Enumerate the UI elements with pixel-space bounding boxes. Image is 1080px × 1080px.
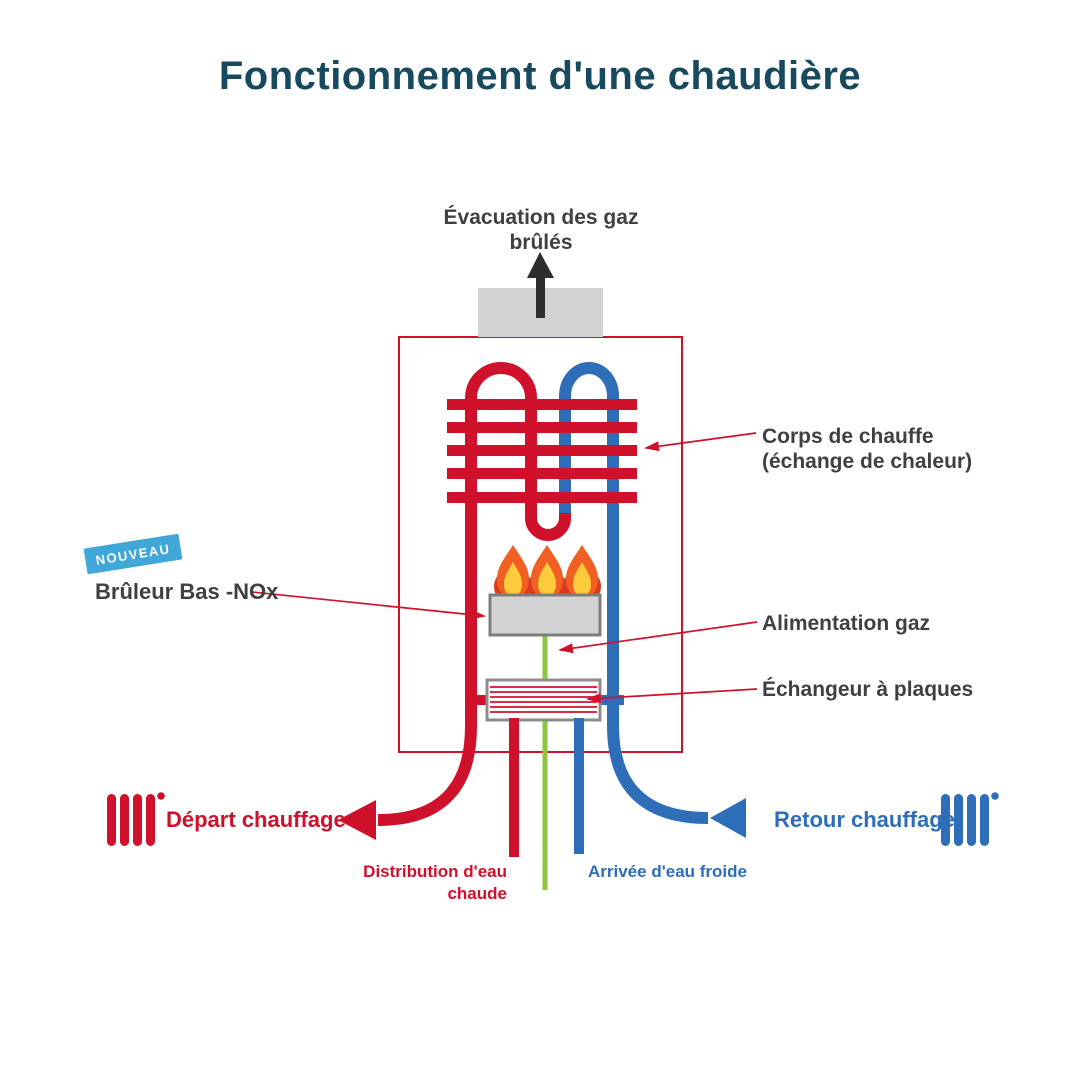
heating-return-pipe	[607, 700, 746, 838]
flame-icon	[494, 545, 532, 598]
gas-supply-label: Alimentation gaz	[762, 612, 931, 635]
radiator-icon-right	[941, 792, 999, 846]
flame-icon	[528, 545, 566, 598]
flame-icon	[563, 545, 601, 598]
cold-water-label: Arrivée d'eau froide	[588, 862, 747, 881]
hot-water-label: Distribution d'eau chaude	[363, 862, 507, 904]
burner-box	[488, 593, 602, 637]
heating-coil	[447, 362, 637, 705]
flue-gas-label: Évacuation des gaz brûlés	[443, 206, 639, 255]
plate-exchanger-box	[485, 678, 602, 722]
plate-exchanger-label: Échangeur à plaques	[762, 678, 974, 701]
leader-arrows	[251, 432, 758, 704]
gas-supply-leader	[558, 621, 758, 654]
heat-exchanger-bars	[447, 399, 637, 503]
radiator-icon-left	[107, 792, 165, 846]
burner-label: Brûleur Bas -NOx	[95, 579, 279, 604]
page-title: Fonctionnement d'une chaudière	[218, 54, 862, 98]
burner-flames	[494, 545, 601, 598]
heat-body-label-line1: Corps de chauffe	[762, 425, 934, 448]
plate-exchanger-leader	[586, 688, 758, 704]
heating-return-label: Retour chauffage	[774, 807, 955, 832]
heating-outlet-pipe	[338, 700, 477, 840]
heat-body-label-line2: (échange de chaleur)	[762, 450, 973, 473]
heating-outlet-label: Départ chauffage	[166, 807, 346, 832]
heat-body-leader	[644, 432, 757, 452]
burner-leader	[251, 591, 486, 620]
exhaust-arrow-icon	[527, 252, 554, 318]
heat-body-label: Corps de chauffe (échange de chaleur)	[762, 424, 972, 474]
